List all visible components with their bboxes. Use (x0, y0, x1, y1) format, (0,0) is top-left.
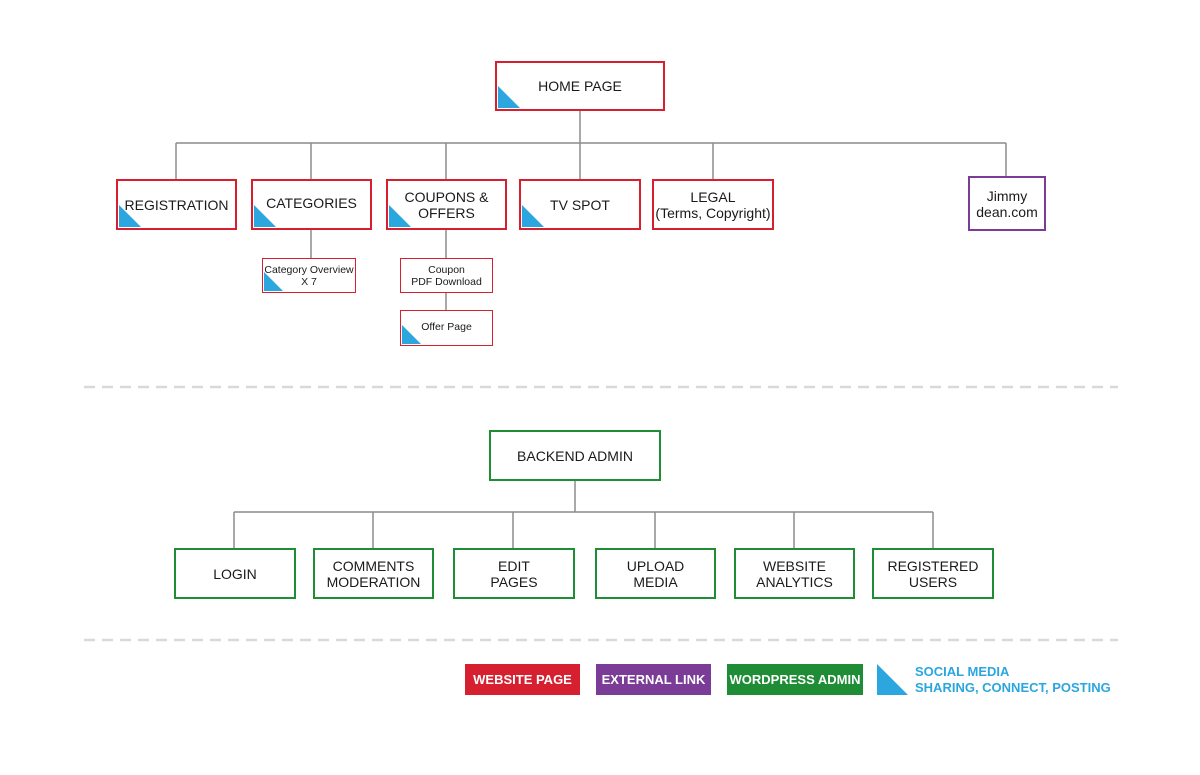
edit-pages-node: EDIT PAGES (453, 548, 575, 599)
jimmy-dean-external-node: Jimmy dean.com (968, 176, 1046, 231)
jimmy-dean-label: Jimmy dean.com (976, 187, 1038, 220)
social-media-marker-icon (264, 272, 283, 291)
home-page-node: HOME PAGE (495, 61, 665, 111)
backend-admin-node: BACKEND ADMIN (489, 430, 661, 481)
registered-users-node: REGISTERED USERS (872, 548, 994, 599)
tv-spot-node: TV SPOT (519, 179, 641, 230)
coupons-offers-node: COUPONS & OFFERS (386, 179, 507, 230)
coupon-pdf-node: Coupon PDF Download (400, 258, 493, 293)
legend-wordpress-admin: WORDPRESS ADMIN (727, 664, 863, 695)
backend-admin-label: BACKEND ADMIN (517, 447, 633, 464)
website-analytics-label: WEBSITE ANALYTICS (756, 557, 833, 590)
legend-website-page: WEBSITE PAGE (465, 664, 580, 695)
category-overview-node: Category Overview X 7 (262, 258, 356, 293)
legal-label: LEGAL (Terms, Copyright) (655, 188, 771, 221)
coupons-offers-label: COUPONS & OFFERS (404, 188, 489, 221)
registration-node: REGISTRATION (116, 179, 237, 230)
social-media-marker-icon (522, 205, 544, 227)
social-media-marker-icon (119, 205, 141, 227)
registered-users-label: REGISTERED USERS (887, 557, 979, 590)
social-media-marker-icon (498, 86, 520, 108)
legend-wordpress-admin-label: WORDPRESS ADMIN (729, 672, 861, 687)
website-analytics-node: WEBSITE ANALYTICS (734, 548, 855, 599)
social-media-marker-icon (254, 205, 276, 227)
registration-label: REGISTRATION (124, 196, 229, 213)
legend-website-page-label: WEBSITE PAGE (473, 672, 572, 687)
social-media-marker-icon (389, 205, 411, 227)
offer-page-node: Offer Page (400, 310, 493, 346)
social-media-marker-icon (402, 325, 421, 344)
login-node: LOGIN (174, 548, 296, 599)
legal-node: LEGAL (Terms, Copyright) (652, 179, 774, 230)
edit-pages-label: EDIT PAGES (490, 557, 538, 590)
legend-external-link-label: EXTERNAL LINK (601, 672, 706, 687)
comments-moderation-label: COMMENTS MODERATION (326, 557, 421, 590)
social-media-triangle-icon (877, 664, 908, 695)
tv-spot-label: TV SPOT (550, 196, 610, 213)
upload-media-node: UPLOAD MEDIA (595, 548, 716, 599)
upload-media-label: UPLOAD MEDIA (626, 557, 685, 590)
category-overview-label: Category Overview X 7 (264, 263, 354, 288)
coupon-pdf-label: Coupon PDF Download (411, 263, 482, 288)
comments-moderation-node: COMMENTS MODERATION (313, 548, 434, 599)
categories-node: CATEGORIES (251, 179, 372, 230)
login-label: LOGIN (213, 565, 257, 582)
offer-page-label: Offer Page (421, 320, 472, 333)
legend-social-media-label: SOCIAL MEDIA SHARING, CONNECT, POSTING (915, 664, 1111, 695)
home-page-label: HOME PAGE (538, 78, 622, 94)
categories-label: CATEGORIES (266, 194, 357, 211)
legend-external-link: EXTERNAL LINK (596, 664, 711, 695)
